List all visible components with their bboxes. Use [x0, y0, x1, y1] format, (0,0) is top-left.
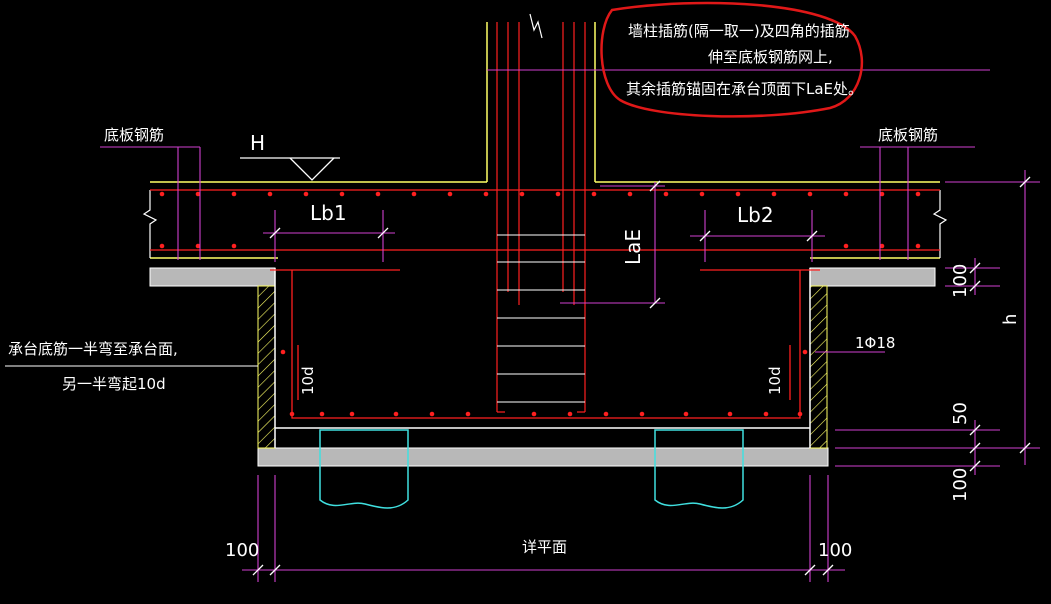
- cap-note-line-1: 承台底筋一半弯至承台面,: [8, 340, 178, 358]
- dim-50: 50: [950, 402, 971, 425]
- bottom-slab-label-left: 底板钢筋: [104, 126, 164, 144]
- cushion-layer-bottom: [257, 447, 829, 467]
- dim-100-bottom: 100: [950, 468, 971, 502]
- level-marker: [240, 157, 340, 181]
- note-line-3: 其余插筋锚固在承台顶面下LaE处。: [626, 80, 863, 98]
- hook-label-left: 10d: [299, 366, 317, 395]
- pile-left: [319, 429, 409, 509]
- dimension-lines: [100, 69, 1040, 582]
- dim-100-right: 100: [818, 540, 852, 561]
- note-highlight-ellipse: [600, 1, 864, 118]
- rebar-spec-label: 1Φ18: [855, 334, 895, 352]
- cushion-layer-right: [809, 267, 936, 287]
- bottom-slab-label-right: 底板钢筋: [878, 126, 938, 144]
- level-h-label: H: [250, 131, 265, 155]
- side-wall-left: [257, 285, 276, 449]
- dimension-ticks: [252, 176, 1031, 576]
- wall-column-outline: [486, 22, 596, 182]
- note-line-1: 墙柱插筋(隔一取一)及四角的插筋: [628, 22, 850, 40]
- pile-right: [654, 429, 744, 509]
- dim-h: h: [1000, 314, 1021, 325]
- dim-100-left: 100: [225, 540, 259, 561]
- dim-100-top: 100: [950, 264, 971, 298]
- pile-cap-outline: [274, 268, 811, 448]
- rebar-cap: [270, 269, 820, 419]
- plan-reference-label: 详平面: [522, 538, 567, 556]
- cushion-layer-left: [149, 267, 276, 287]
- lb1-label: Lb1: [310, 201, 347, 225]
- cap-note-line-2: 另一半弯起10d: [62, 375, 166, 393]
- stirrups: [497, 234, 585, 403]
- rebar-dots: [159, 191, 921, 417]
- rebar-column: [496, 22, 586, 413]
- rebar-slab: [150, 189, 940, 251]
- break-marks: [142, 13, 948, 258]
- lae-label: LaE: [621, 229, 645, 265]
- side-wall-right: [809, 285, 828, 449]
- hook-label-right: 10d: [766, 366, 784, 395]
- note-line-2: 伸至底板钢筋网上,: [708, 48, 833, 66]
- lb2-label: Lb2: [737, 203, 774, 227]
- slab-outline: [150, 181, 940, 259]
